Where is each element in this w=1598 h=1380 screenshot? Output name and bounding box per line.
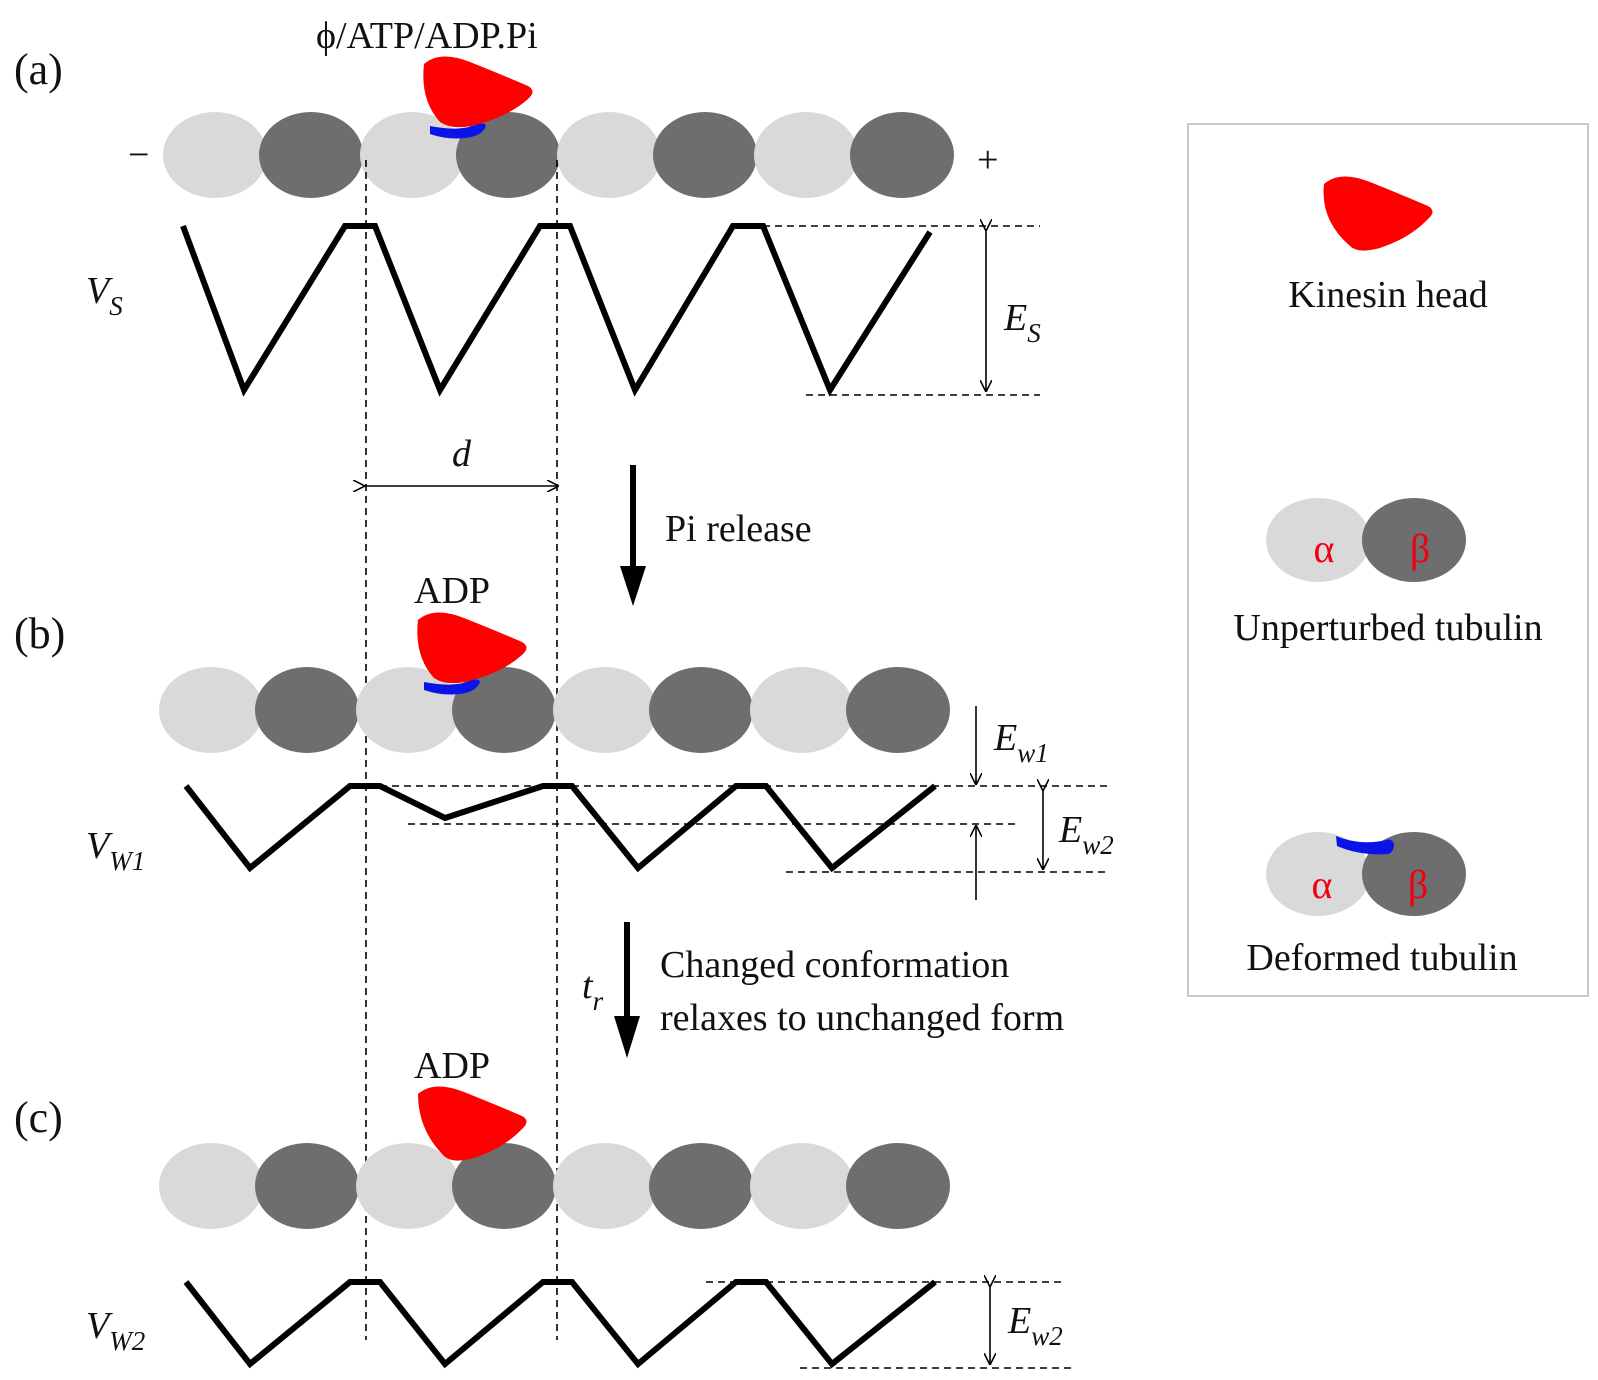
kinesin-head-a <box>423 56 533 139</box>
legend-deformed-alpha <box>1266 832 1370 916</box>
alpha-tubulin <box>163 112 267 198</box>
legend-neck-linker <box>1336 836 1394 855</box>
panel-c-label: (c) <box>14 1093 63 1142</box>
beta-tubulin <box>846 667 950 753</box>
legend-unperturbed-label: Unperturbed tubulin <box>1233 607 1542 649</box>
beta-tubulin <box>255 1143 359 1229</box>
beta-tubulin <box>653 112 757 198</box>
relaxation-arrow-head <box>614 1016 640 1058</box>
ew1-label: Ew1 <box>993 717 1049 768</box>
panel-a-state-label: ϕ/ATP/ADP.Pi <box>316 15 538 57</box>
alpha-tubulin <box>553 1143 657 1229</box>
pi-release-arrow-head <box>620 566 646 606</box>
relaxation-text-line2: relaxes to unchanged form <box>660 997 1064 1039</box>
alpha-tubulin <box>356 1143 460 1229</box>
d-label: d <box>452 433 472 475</box>
beta-tubulin <box>259 112 363 198</box>
beta-tubulin <box>456 112 560 198</box>
panel-b-state-label: ADP <box>414 570 490 612</box>
potential-vw1-curve <box>183 783 937 873</box>
kinesin-head <box>423 56 533 128</box>
ew2-label-c: Ew2 <box>1007 1300 1063 1351</box>
potential-vw2-label: VW2 <box>86 1305 145 1356</box>
beta-tubulin <box>452 1143 556 1229</box>
alpha-tubulin <box>750 1143 854 1229</box>
relaxation-text-line1: Changed conformation <box>660 944 1009 986</box>
alpha-tubulin <box>557 112 661 198</box>
es-label: ES <box>1003 297 1041 348</box>
alpha-tubulin <box>159 667 263 753</box>
minus-end-label: − <box>128 134 149 176</box>
panel-b-label: (b) <box>14 609 65 658</box>
microtubule-b <box>159 667 950 753</box>
legend-alpha-label: α <box>1314 526 1335 571</box>
microtubule-c <box>159 1143 950 1229</box>
legend-deformed-beta-label: β <box>1408 862 1428 907</box>
beta-tubulin <box>452 667 556 753</box>
legend-deformed-alpha-label: α <box>1312 862 1333 907</box>
legend-kinesin-icon <box>1323 176 1433 251</box>
legend-kinesin-label: Kinesin head <box>1288 274 1487 316</box>
beta-tubulin <box>850 112 954 198</box>
plus-end-label: + <box>977 139 998 181</box>
neck-linker <box>424 679 480 695</box>
beta-tubulin <box>649 667 753 753</box>
legend-beta-label: β <box>1410 526 1430 571</box>
kinesin-head-b <box>417 612 527 695</box>
beta-tubulin <box>255 667 359 753</box>
beta-tubulin <box>846 1143 950 1229</box>
legend-deformed-label: Deformed tubulin <box>1246 937 1517 979</box>
ew2-label-b: Ew2 <box>1058 809 1114 860</box>
legend-beta-tubulin <box>1362 498 1466 582</box>
beta-tubulin <box>649 1143 753 1229</box>
relaxation-time-label: tr <box>582 965 604 1016</box>
potential-vs-label: VS <box>86 270 123 321</box>
microtubule-a <box>163 112 954 198</box>
pi-release-label: Pi release <box>665 508 812 550</box>
legend-alpha-tubulin <box>1266 498 1370 582</box>
kinesin-head <box>417 612 527 684</box>
alpha-tubulin <box>553 667 657 753</box>
potential-vw2-curve <box>183 1279 937 1369</box>
potential-vs-curve <box>180 223 933 397</box>
kinesin-head-c <box>418 1086 527 1161</box>
alpha-tubulin <box>750 667 854 753</box>
neck-linker <box>430 123 486 139</box>
kinesin-head <box>418 1086 527 1161</box>
alpha-tubulin <box>754 112 858 198</box>
potential-vw1-label: VW1 <box>86 825 145 876</box>
alpha-tubulin <box>159 1143 263 1229</box>
panel-c-state-label: ADP <box>414 1045 490 1087</box>
panel-a-label: (a) <box>14 45 63 94</box>
